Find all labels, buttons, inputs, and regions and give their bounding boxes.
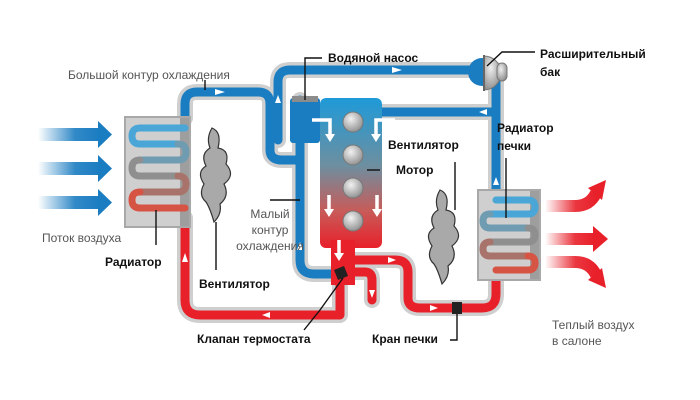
flow-arrow-up <box>297 242 303 250</box>
small-loop-label-line3: охлаждения <box>236 239 304 253</box>
cylinder <box>342 144 364 166</box>
airflow-label: Поток воздуха <box>42 231 122 245</box>
airflow-in-arrows <box>38 121 112 216</box>
hot-pipes <box>180 213 501 320</box>
air-arrow-1 <box>38 121 112 148</box>
engine-to-heater-pipe <box>350 245 501 313</box>
flow-arrow-up <box>275 95 281 103</box>
heater-radiator-label-line2: печки <box>497 139 531 153</box>
heater-radiator-label-line1: Радиатор <box>497 121 554 135</box>
fan-right-label: Вентилятор <box>388 138 459 152</box>
flow-arrow-up <box>182 253 188 262</box>
fan-right-icon <box>427 189 460 286</box>
flow-arrows <box>182 67 499 318</box>
air-arrow-2 <box>38 155 112 182</box>
heater-tap-label: Кран печки <box>372 332 438 346</box>
expansion-tank-label-line2: бак <box>540 65 561 79</box>
flow-arrow-up <box>493 177 499 185</box>
flow-arrow-down <box>369 290 375 298</box>
warm-air-label-line1: Теплый воздух <box>552 318 635 332</box>
flow-arrow-left <box>479 109 487 115</box>
flow-arrow-right <box>430 305 438 311</box>
radiator <box>124 116 191 228</box>
flow-arrow-right <box>215 89 225 95</box>
warm-air-arrow-down <box>545 256 606 288</box>
small-loop-label-line2: контур <box>251 223 289 237</box>
motor-label: Мотор <box>396 163 434 177</box>
heater-radiator <box>477 189 541 281</box>
cylinder <box>342 177 364 199</box>
flow-arrow-right <box>388 257 396 263</box>
big-loop-top-pipe <box>180 87 305 165</box>
warm-air-arrow-mid <box>545 226 608 252</box>
radiator-label: Радиатор <box>105 255 162 269</box>
warm-air-label-line2: в салоне <box>552 334 602 348</box>
cylinder <box>342 210 364 232</box>
expansion-tank-label-line1: Расширительный <box>540 47 646 61</box>
warm-air-arrow-up <box>545 180 606 212</box>
flow-arrow-left <box>262 312 270 318</box>
fan-left-label: Вентилятор <box>199 277 270 291</box>
small-loop-label-line1: Малый <box>250 207 290 221</box>
air-arrow-3 <box>38 189 112 216</box>
water-pump-label: Водяной насос <box>328 51 419 65</box>
cold-pipes <box>180 65 501 279</box>
flow-arrow-right <box>392 67 402 73</box>
heater-tap-icon <box>452 302 462 314</box>
thermostat-valve-label: Клапан термостата <box>197 332 311 346</box>
cylinder <box>342 111 364 133</box>
thermostat-side-pipe <box>350 267 377 305</box>
thermostat-valve-icon <box>334 266 348 280</box>
warm-air-arrows <box>545 180 608 288</box>
big-loop-label: Большой контур охлаждения <box>68 68 230 82</box>
small-loop-pipe <box>295 95 345 279</box>
fan-left-icon <box>199 127 232 224</box>
engine <box>312 98 395 285</box>
pump-to-tank-pipe <box>273 65 475 145</box>
leader-lines <box>155 51 535 341</box>
big-loop-bottom-pipe <box>180 213 345 320</box>
